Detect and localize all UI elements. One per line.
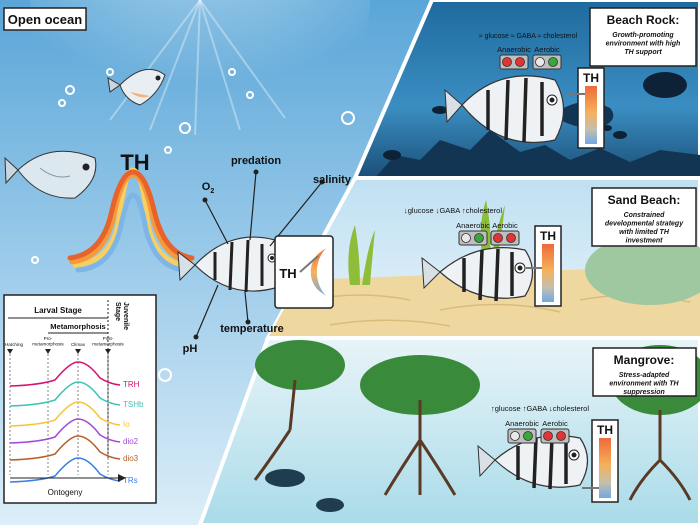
chart-marker: Post-metamorphosis — [92, 336, 124, 475]
series-label-trh: TRH — [123, 380, 140, 389]
sand-beach-anaerobic-label: Anaerobic — [456, 221, 490, 230]
open-ocean-th-gauge-label: TH — [279, 266, 296, 281]
mangrove-aerobic-label: Aerobic — [542, 419, 568, 428]
beach-rock-anaerobic-indicator — [499, 54, 529, 70]
mangrove-anaerobic-indicator — [507, 428, 537, 444]
factor-dot-predation — [253, 169, 259, 175]
beach-rock-th-label: TH — [583, 71, 599, 85]
central-fish-icon — [177, 236, 284, 293]
series-line-dio2 — [9, 418, 121, 444]
ontogeny-chart-panel: Larval Stage Metamorphosis JuvenileStage… — [3, 294, 157, 504]
chart-marker: Pro-metamorphosis — [32, 336, 64, 475]
stage-meta-label: Metamorphosis — [50, 322, 105, 331]
factor-predation: predation — [231, 155, 281, 167]
sand-beach-metabolites: ↓glucose ↓GABA ↑cholesterol — [404, 206, 502, 215]
factor-dot-temperature — [245, 319, 251, 325]
series-label- io: Io — [123, 420, 130, 429]
sand-beach-th-bar: TH — [526, 225, 562, 307]
chart-marker: Climax — [71, 342, 86, 475]
mangrove-title: Mangrove: — [614, 353, 675, 367]
factor-o2: O2 — [202, 181, 215, 195]
series-line-trs — [9, 457, 121, 483]
sand-beach-aerobic-label: Aerobic — [492, 221, 518, 230]
series-label-dio3: dio3 — [123, 454, 139, 463]
mangrove-anaerobic-label: Anaerobic — [505, 419, 539, 428]
light-rays — [109, 0, 286, 136]
mangrove-th-label: TH — [597, 423, 613, 437]
factor-salinity: salinity — [313, 174, 352, 186]
mangrove-metabolites: ↑glucose ↑GABA ↓cholesterol — [491, 404, 589, 413]
beach-rock-aerobic-label: Aerobic — [534, 45, 560, 54]
series-line-trh — [9, 361, 121, 387]
mangrove-fish-silhouettes — [265, 469, 344, 512]
series-line-dio3 — [9, 435, 121, 461]
mangrove-roots — [253, 379, 692, 501]
factor-temperature: temperature — [220, 323, 284, 335]
mangrove-aerobic-indicator — [540, 428, 570, 444]
sun-glow — [30, 0, 370, 140]
series-label-trs: TRs — [123, 476, 138, 485]
sand-beach-anaerobic-indicator — [458, 230, 488, 246]
chart-marker-label: Hatching — [5, 342, 24, 347]
open-ocean-title-box: Open ocean — [3, 7, 87, 31]
chart-marker-label: Climax — [71, 342, 86, 347]
juvenile-fish-icon — [4, 150, 97, 199]
beach-rock-fish-icon — [444, 75, 564, 144]
chart-marker: Hatching — [5, 342, 24, 475]
open-ocean-title: Open ocean — [8, 12, 82, 27]
seafloor-rock — [585, 235, 700, 305]
chart-marker-label: Pro-metamorphosis — [32, 336, 64, 347]
stage-larval-label: Larval Stage — [34, 306, 82, 315]
sand-beach-aerobic-indicator — [490, 230, 520, 246]
beach-rock-th-bar: TH — [568, 67, 605, 149]
mangrove-th-bar: TH — [582, 419, 619, 503]
th-bell-curve — [67, 167, 195, 273]
beach-rock-metabolites: ≈ glucose ≈ GABA ≈ cholesterol — [479, 33, 578, 40]
larval-fish-icon — [107, 68, 166, 106]
open-ocean-th-gauge: TH — [274, 235, 334, 309]
sand-beach-title: Sand Beach: — [608, 193, 681, 207]
series-label-tshb: TSHb — [123, 400, 144, 409]
series-label-dio2: dio2 — [123, 437, 139, 446]
beach-rock-aerobic-indicator — [532, 54, 562, 70]
factor-lines — [195, 171, 323, 338]
factor-ph: pH — [183, 343, 198, 355]
sand-beach-fish-icon — [421, 247, 534, 302]
factor-dot-salinity — [319, 179, 325, 185]
series-line-tshb — [9, 381, 121, 407]
series-line- io — [9, 401, 121, 427]
beach-rock-anaerobic-label: Anaerobic — [497, 45, 531, 54]
factor-dot-o2 — [202, 197, 208, 203]
chart-xlabel: Ontogeny — [48, 488, 83, 497]
sand-beach-th-label: TH — [540, 229, 556, 243]
stage-juvenile-label: JuvenileStage — [114, 302, 129, 330]
beach-rock-title: Beach Rock: — [607, 13, 680, 27]
chart-marker-label: Post-metamorphosis — [92, 336, 124, 347]
factor-dot-ph — [193, 334, 199, 340]
